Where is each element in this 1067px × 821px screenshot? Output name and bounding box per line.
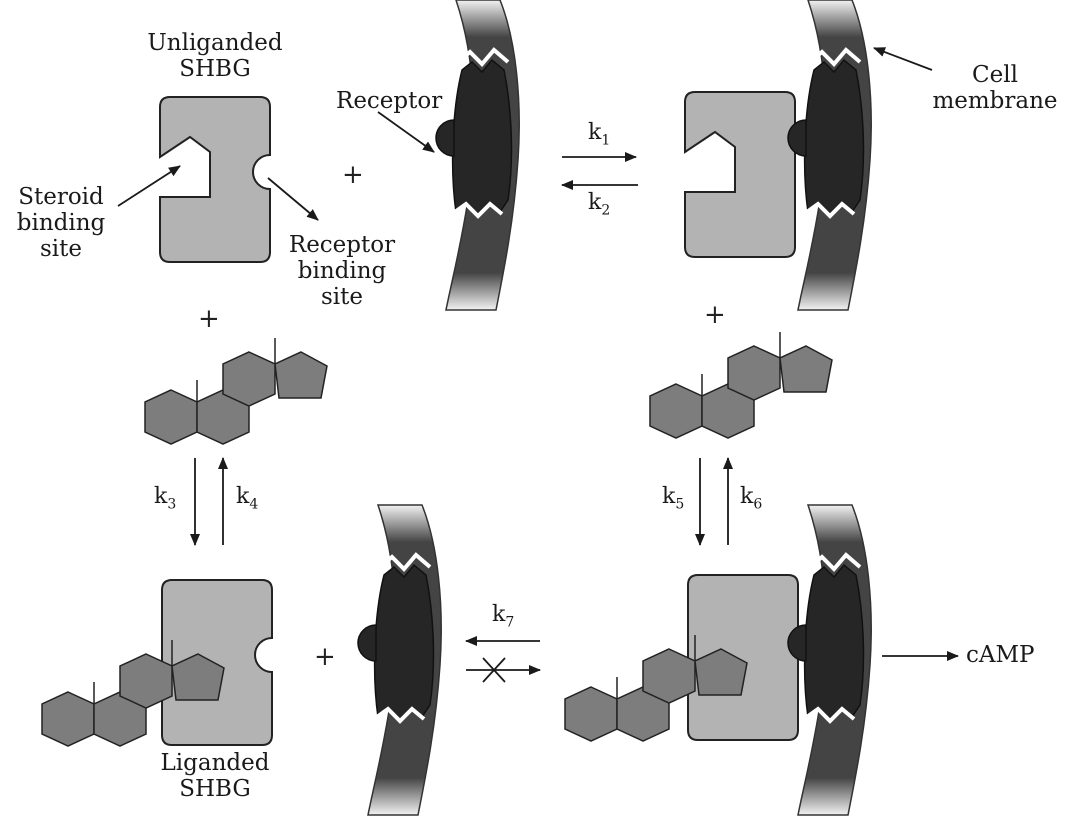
rate-k6: k6 <box>740 484 763 513</box>
rate-k1: k1 <box>588 120 611 149</box>
receptor-pointer-arrow <box>377 111 435 153</box>
liganded-shbg-shape <box>41 579 273 747</box>
cell-membrane-label: Cell membrane <box>932 62 1058 114</box>
plus-sign-left: + <box>198 304 220 334</box>
plus-sign-bottom: + <box>314 642 336 672</box>
blocked-cross-icon <box>482 657 506 683</box>
steroid-molecule-left <box>144 337 328 445</box>
shbg-receptor-complex-bottom <box>564 503 874 817</box>
receptor-binding-site-label: Receptor binding site <box>288 232 396 310</box>
unliganded-shbg-label: Unliganded SHBG <box>147 30 283 82</box>
steroid-site-pointer-arrow <box>117 165 181 207</box>
rate-k2: k2 <box>588 190 611 219</box>
rate-k7: k7 <box>492 602 515 631</box>
receptor-label: Receptor <box>336 88 443 114</box>
shbg-receptor-complex-top <box>684 0 874 312</box>
membrane-receptor-bottom <box>356 503 444 817</box>
rate-k4: k4 <box>236 484 259 513</box>
steroid-molecule-right <box>649 331 833 439</box>
rate-k5: k5 <box>662 484 685 513</box>
plus-sign-top: + <box>342 160 364 190</box>
membrane-receptor-top <box>434 0 522 312</box>
camp-label: cAMP <box>966 642 1035 668</box>
cell-membrane-pointer-arrow <box>873 47 933 71</box>
liganded-shbg-label: Liganded SHBG <box>160 750 270 802</box>
rate-k3: k3 <box>154 484 177 513</box>
receptor-site-pointer-arrow <box>267 177 319 221</box>
plus-sign-right: + <box>704 300 726 330</box>
steroid-binding-site-label: Steroid binding site <box>16 184 106 262</box>
unliganded-shbg-shape <box>159 96 271 263</box>
